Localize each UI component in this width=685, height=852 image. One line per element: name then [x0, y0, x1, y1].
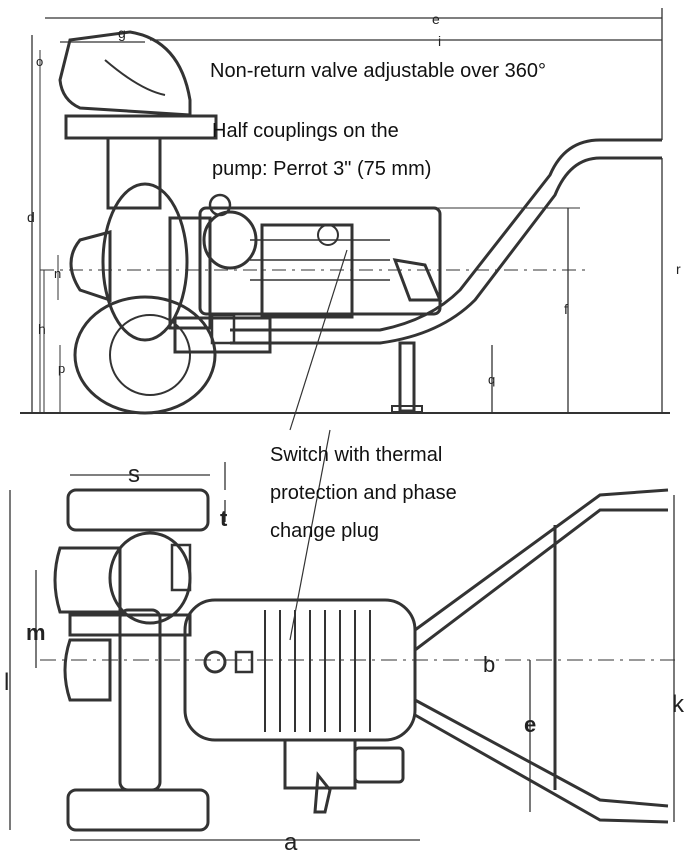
dim-k: k	[672, 691, 685, 718]
dim-o: o	[36, 54, 43, 69]
switch-leader	[289, 429, 331, 641]
dim-s: s	[128, 461, 140, 488]
dim-g: g	[118, 25, 126, 41]
dim-l: l	[4, 669, 9, 696]
dim-h: h	[38, 321, 46, 337]
switch-annotation-line3: change plug	[270, 520, 379, 542]
motor-leader	[289, 249, 348, 431]
dim-f: f	[564, 301, 568, 317]
dim-e-top: e	[432, 11, 440, 27]
side-view	[20, 8, 670, 415]
dim-q: q	[488, 372, 495, 387]
switch-annotation-line2: protection and phase	[270, 482, 457, 504]
dim-d: d	[27, 209, 35, 225]
dim-a: a	[284, 829, 298, 852]
dim-e: e	[524, 712, 536, 737]
dim-t: t	[220, 506, 228, 531]
top-view	[9, 462, 675, 841]
valve-annotation: Non-return valve adjustable over 360°	[210, 60, 546, 82]
dim-r: r	[676, 261, 681, 277]
dim-p: p	[58, 361, 65, 376]
switch-annotation-line1: Switch with thermal	[270, 444, 443, 466]
dim-i: i	[438, 33, 441, 49]
dim-n: n	[54, 266, 61, 281]
couplings-annotation-line2: pump: Perrot 3" (75 mm)	[212, 158, 432, 180]
couplings-annotation-line1: Half couplings on the	[212, 120, 399, 142]
dim-m: m	[26, 620, 46, 645]
dim-b: b	[483, 652, 495, 677]
